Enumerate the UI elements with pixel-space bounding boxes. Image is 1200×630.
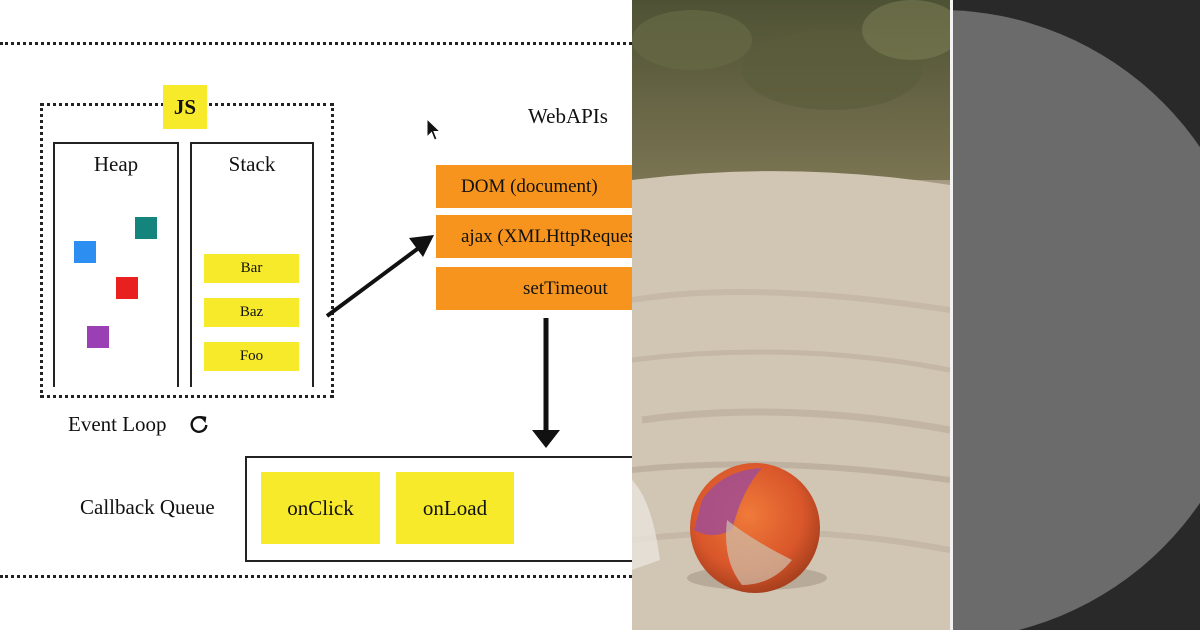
heap-object-blue [74, 241, 96, 263]
event-loop-label: Event Loop [68, 412, 167, 436]
stack-to-webapis-arrowhead [409, 235, 434, 257]
stack-column: Stack [190, 142, 314, 387]
beach-ball-photo [632, 0, 950, 630]
refresh-icon [190, 415, 208, 433]
panel-separator [950, 0, 953, 630]
webapis-title: WebAPIs [528, 104, 608, 128]
heap-object-purple [87, 326, 109, 348]
stack-frame-baz: Baz [204, 298, 299, 327]
heap-object-red [116, 277, 138, 299]
stack-frame-bar: Bar [204, 254, 299, 283]
heap-title: Heap [93, 152, 139, 176]
callback-onload: onLoad [396, 472, 514, 544]
stack-frame-foo: Foo [204, 342, 299, 371]
top-dotted-border [0, 42, 632, 45]
webapi-settimeout-label: setTimeout [523, 278, 608, 299]
webapi-ajax-label: ajax (XMLHttpRequest) [461, 226, 632, 247]
webapi-dom-label: DOM (document) [461, 176, 598, 197]
webapis-to-queue-arrowhead [532, 430, 560, 448]
event-loop-diagram: JS Heap Stack Bar Baz Foo WebAPIs DOM (d… [0, 42, 632, 578]
callback-queue-box [245, 456, 632, 562]
bottom-dotted-border [0, 575, 632, 578]
webapi-ajax: ajax (XMLHttpRequest) [436, 215, 632, 258]
heap-column: Heap [53, 142, 179, 387]
stack-title: Stack [228, 152, 276, 176]
heap-object-teal [135, 217, 157, 239]
webapi-settimeout: setTimeout [436, 267, 632, 310]
callback-onclick: onClick [261, 472, 380, 544]
webapi-dom: DOM (document) [436, 165, 632, 208]
mouse-pointer-icon [426, 118, 442, 141]
js-badge: JS [163, 85, 207, 129]
stack-to-webapis-arrow [325, 245, 422, 318]
callback-queue-label: Callback Queue [80, 495, 215, 519]
dog-paw [632, 480, 660, 570]
grey-circle [950, 10, 1200, 630]
right-dark-panel [950, 0, 1200, 630]
photo-illustration [632, 0, 950, 630]
flow-arrows [325, 235, 560, 448]
